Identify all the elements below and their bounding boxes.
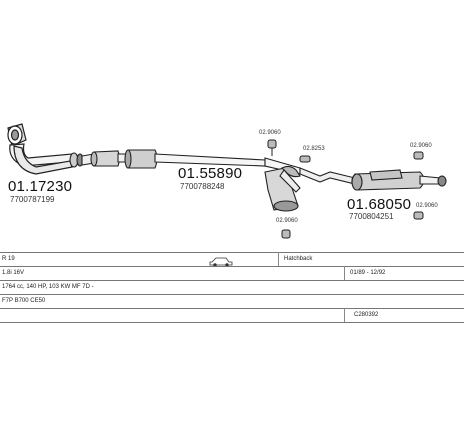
divider	[344, 266, 345, 280]
divider	[0, 294, 464, 295]
part-code: 01.68050	[347, 196, 412, 213]
hanger-5-icon	[413, 211, 424, 220]
divider	[0, 252, 464, 253]
vehicle-spec: 1764 cc, 140 HP, 103 KW MF 7D -	[2, 284, 94, 290]
part-oe-number: 7700804251	[349, 212, 394, 221]
hanger-4-icon	[281, 229, 291, 239]
hanger-label: 02.9060	[416, 203, 438, 209]
part-oe-number: 7700787199	[10, 195, 55, 204]
part-code: 01.55890	[178, 165, 243, 182]
hanger-label: 02.9060	[410, 143, 432, 149]
resonator	[264, 165, 301, 212]
catalog-number: C280392	[354, 312, 379, 318]
hanger-label: 02.9060	[259, 130, 281, 136]
engine-code: F7P B700 CE50	[2, 298, 46, 304]
divider	[0, 280, 464, 281]
vehicle-model: R 19	[2, 256, 15, 262]
part-oe-number: 7700788248	[180, 182, 225, 191]
vehicle-engine: 1.8i 16V	[2, 270, 25, 276]
hanger-label: 02.9060	[276, 218, 298, 224]
divider	[0, 266, 464, 267]
vehicle-body: Hatchback	[284, 256, 313, 262]
hanger-2-icon	[299, 155, 311, 163]
hanger-3-icon	[413, 151, 424, 160]
hanger-label: 02.8253	[303, 146, 325, 152]
rear-silencer	[299, 167, 447, 191]
flange-1	[69, 152, 84, 168]
vehicle-dates: 01/89 - 12/92	[350, 270, 386, 276]
divider	[344, 308, 345, 322]
part-code: 01.17230	[8, 178, 73, 195]
divider	[0, 308, 464, 309]
hanger-1-icon	[267, 139, 277, 156]
divider	[0, 322, 464, 323]
divider	[278, 252, 279, 266]
front-pipe	[7, 123, 73, 175]
